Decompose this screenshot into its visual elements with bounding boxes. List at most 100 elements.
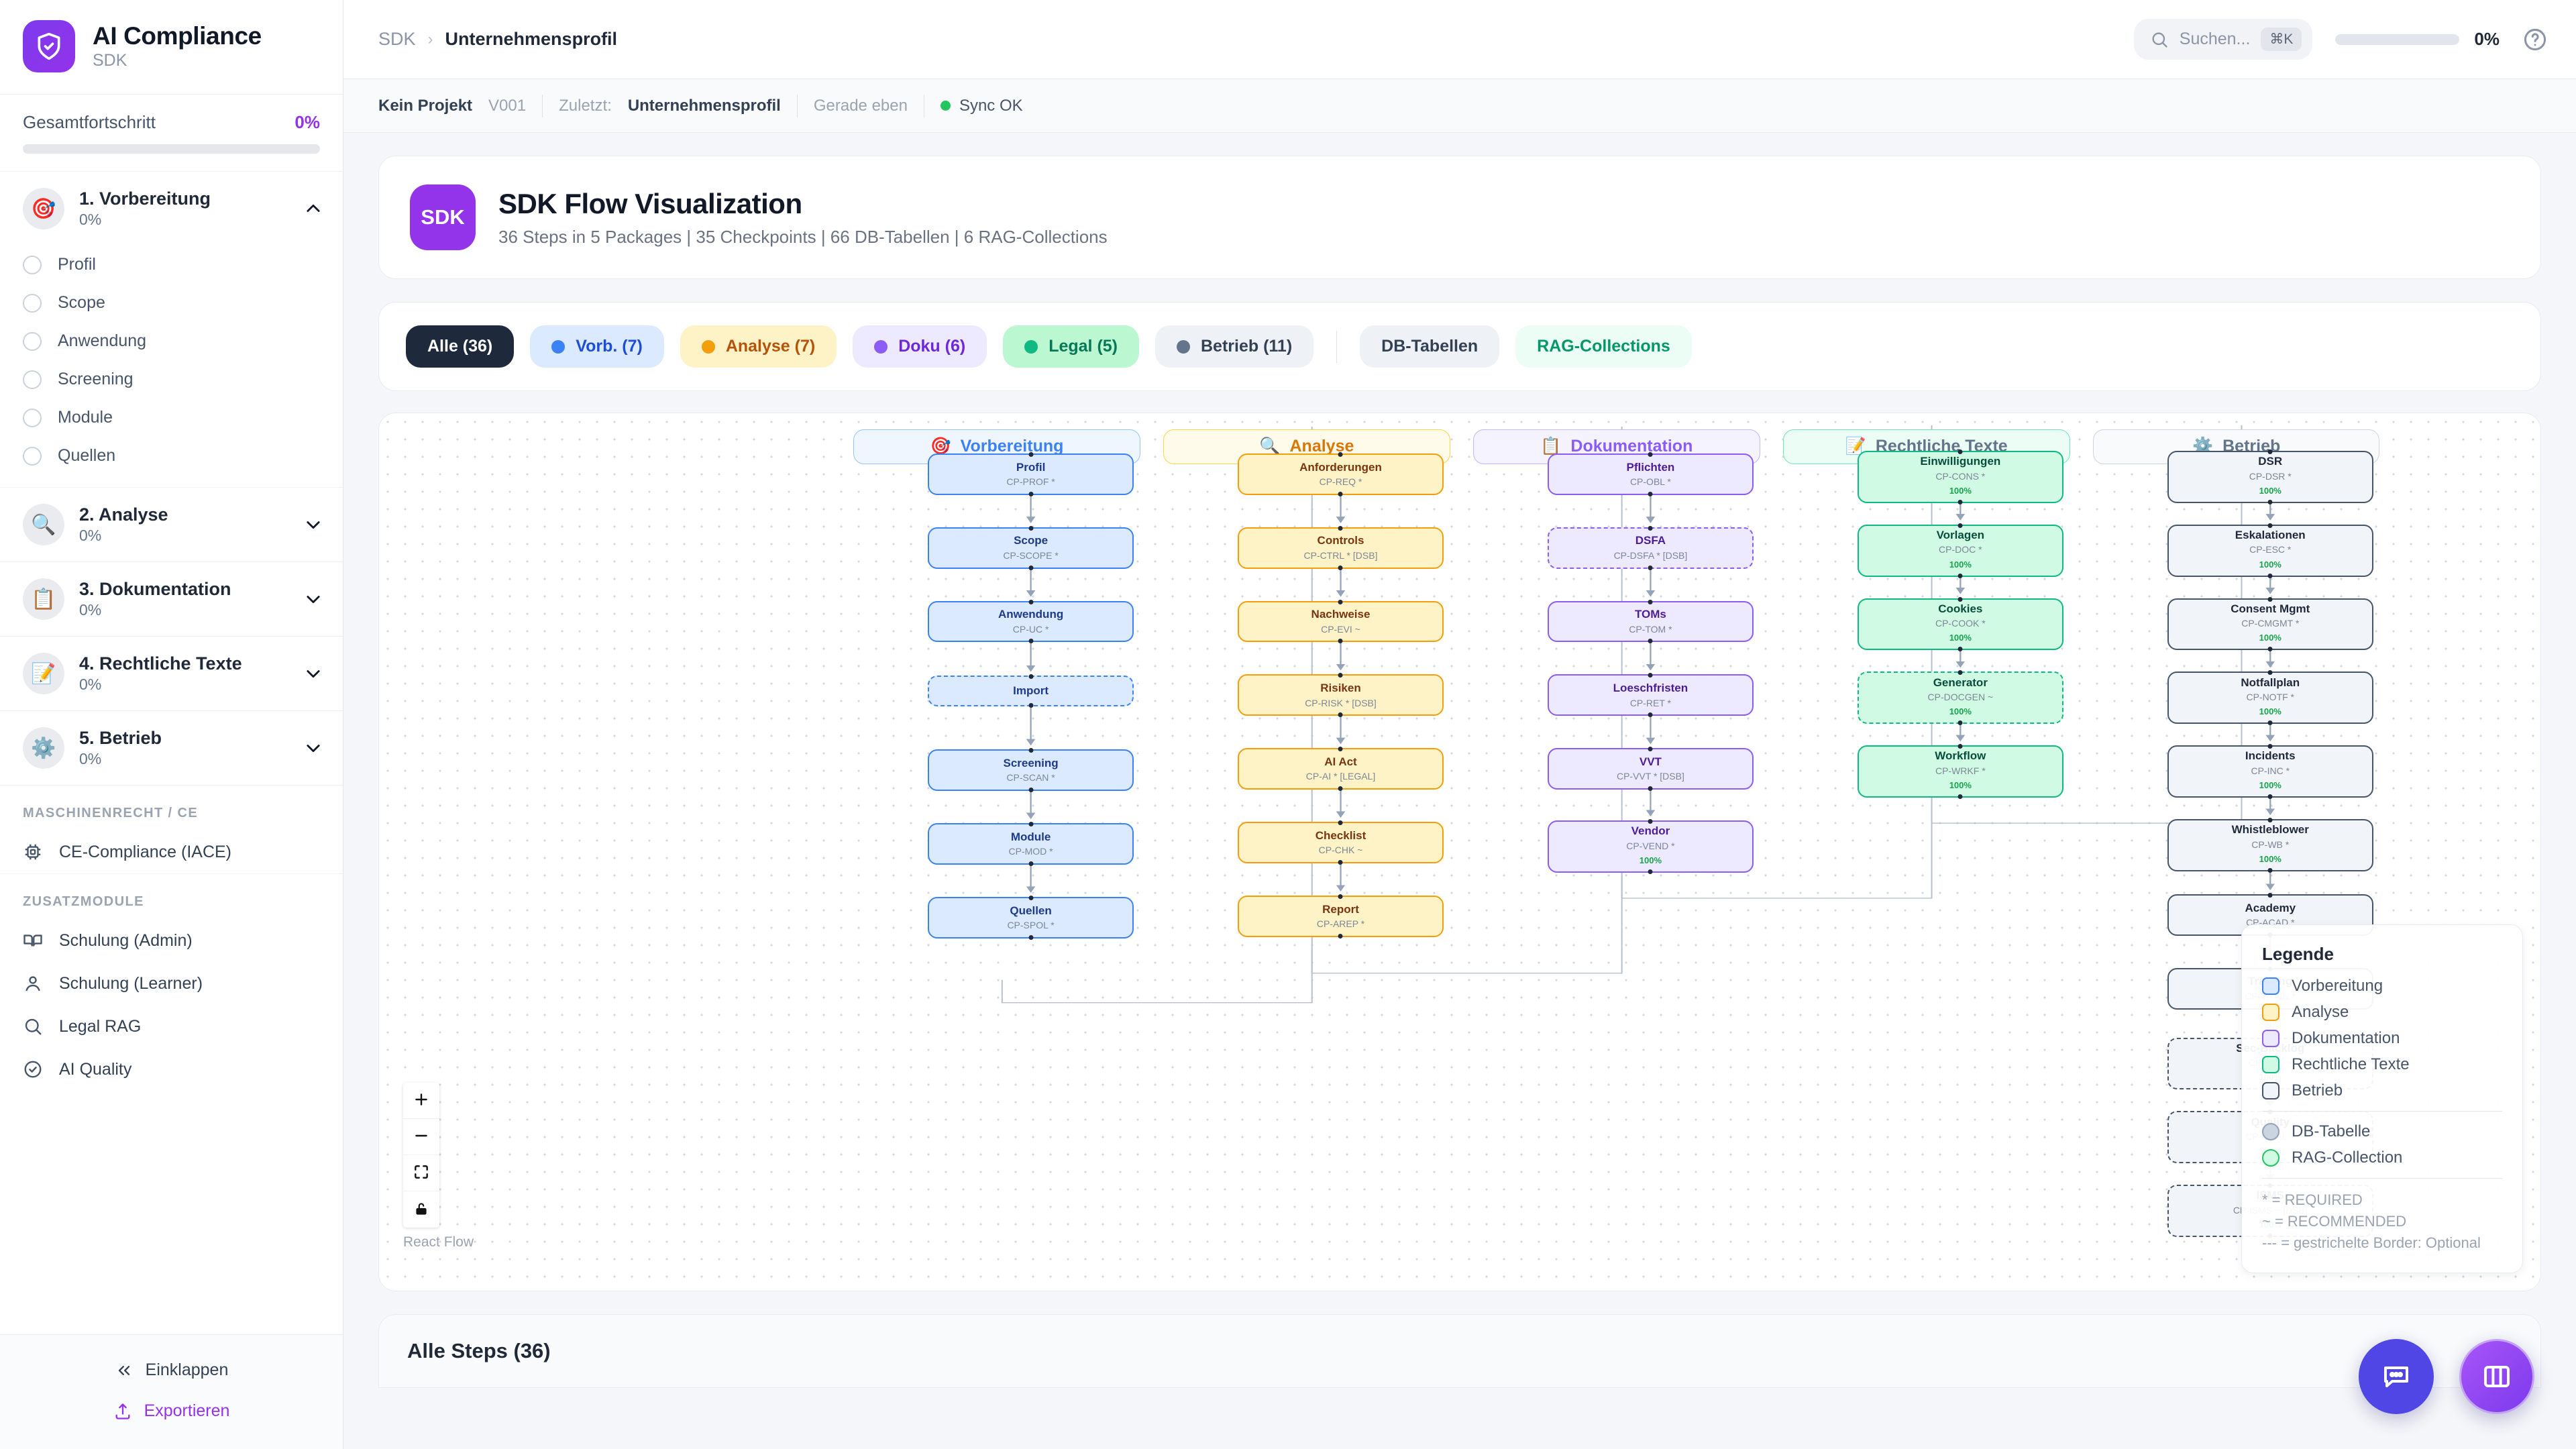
node-handle-top[interactable]: [1648, 819, 1653, 824]
node-handle-top[interactable]: [1957, 596, 1963, 602]
react-flow-canvas[interactable]: 🎯Vorbereitung🔍Analyse📋Dokumentation📝Rech…: [379, 413, 2540, 1291]
node-handle-bottom[interactable]: [1338, 859, 1343, 865]
sidebar-item-schulung-learner[interactable]: Schulung (Learner): [0, 962, 343, 1005]
node-handle-top[interactable]: [1338, 820, 1343, 826]
search-input[interactable]: Suchen... ⌘K: [2133, 19, 2313, 60]
node-handle-top[interactable]: [1957, 523, 1963, 528]
node-handle-bottom[interactable]: [2267, 499, 2273, 504]
flow-node-import[interactable]: Import: [928, 674, 1134, 708]
chat-fab[interactable]: [2359, 1339, 2434, 1414]
node-handle-top[interactable]: [1028, 895, 1034, 900]
sidebar-item-ai-quality[interactable]: AI Quality: [0, 1048, 343, 1091]
sidebar-item-scope[interactable]: Scope: [0, 284, 343, 322]
node-handle-bottom[interactable]: [2267, 867, 2273, 873]
node-handle-bottom[interactable]: [1028, 703, 1034, 708]
filter-chip-doku-6[interactable]: Doku (6): [853, 325, 987, 368]
filter-chip-analyse-7[interactable]: Analyse (7): [680, 325, 837, 368]
node-handle-top[interactable]: [1028, 822, 1034, 827]
filter-chip-db-tabellen[interactable]: DB-Tabellen: [1360, 325, 1500, 368]
help-circle-icon[interactable]: [2522, 27, 2548, 52]
node-handle-bottom[interactable]: [1648, 712, 1653, 718]
node-handle-bottom[interactable]: [1338, 565, 1343, 570]
react-flow-attribution[interactable]: React Flow: [403, 1234, 474, 1250]
node-handle-bottom[interactable]: [1338, 933, 1343, 938]
node-handle-top[interactable]: [1028, 451, 1034, 457]
node-handle-top[interactable]: [1957, 744, 1963, 749]
node-handle-bottom[interactable]: [2267, 794, 2273, 800]
node-handle-top[interactable]: [2267, 596, 2273, 602]
node-handle-top[interactable]: [1648, 673, 1653, 678]
node-handle-bottom[interactable]: [1028, 565, 1034, 570]
sidebar-item-quellen[interactable]: Quellen: [0, 437, 343, 475]
node-handle-top[interactable]: [1338, 673, 1343, 678]
node-handle-bottom[interactable]: [1648, 639, 1653, 644]
node-handle-top[interactable]: [1028, 599, 1034, 604]
node-handle-bottom[interactable]: [1028, 639, 1034, 644]
node-handle-bottom[interactable]: [1028, 788, 1034, 793]
collapse-sidebar-button[interactable]: Einklappen: [0, 1350, 343, 1391]
node-handle-top[interactable]: [1957, 449, 1963, 454]
node-handle-bottom[interactable]: [2267, 573, 2273, 578]
node-handle-top[interactable]: [1338, 894, 1343, 899]
brand-header[interactable]: AI Compliance SDK: [0, 0, 343, 95]
sidebar-item-ce-compliance[interactable]: CE-Compliance (IACE): [0, 830, 343, 873]
sidebar-item-legal-rag[interactable]: Legal RAG: [0, 1005, 343, 1048]
breadcrumb-root[interactable]: SDK: [378, 29, 416, 49]
node-handle-top[interactable]: [1338, 599, 1343, 604]
node-handle-bottom[interactable]: [1338, 491, 1343, 496]
node-handle-top[interactable]: [1338, 451, 1343, 457]
flow-canvas-card[interactable]: 🎯Vorbereitung🔍Analyse📋Dokumentation📝Rech…: [378, 413, 2541, 1291]
node-handle-top[interactable]: [2267, 892, 2273, 898]
panel-fab[interactable]: [2459, 1339, 2534, 1414]
node-handle-bottom[interactable]: [2267, 720, 2273, 726]
node-handle-top[interactable]: [2267, 523, 2273, 528]
node-handle-bottom[interactable]: [1957, 794, 1963, 800]
node-handle-bottom[interactable]: [2267, 647, 2273, 652]
node-handle-top[interactable]: [2267, 449, 2273, 454]
node-handle-top[interactable]: [1338, 747, 1343, 752]
filter-chip-vorb-7[interactable]: Vorb. (7): [530, 325, 664, 368]
sidebar-item-schulung-admin[interactable]: Schulung (Admin): [0, 919, 343, 962]
node-handle-top[interactable]: [1648, 747, 1653, 752]
sidebar-item-anwendung[interactable]: Anwendung: [0, 322, 343, 360]
filter-chip-legal-5[interactable]: Legal (5): [1003, 325, 1139, 368]
sidebar-item-profil[interactable]: Profil: [0, 246, 343, 284]
node-handle-bottom[interactable]: [1957, 573, 1963, 578]
node-handle-top[interactable]: [1028, 748, 1034, 753]
node-handle-bottom[interactable]: [1028, 861, 1034, 866]
flow-controls[interactable]: [403, 1083, 439, 1228]
node-handle-bottom[interactable]: [1028, 491, 1034, 496]
node-handle-top[interactable]: [1028, 525, 1034, 531]
node-handle-top[interactable]: [1648, 451, 1653, 457]
node-handle-bottom[interactable]: [1648, 565, 1653, 570]
node-handle-bottom[interactable]: [1957, 499, 1963, 504]
filter-chip-betrieb-11[interactable]: Betrieb (11): [1155, 325, 1314, 368]
node-handle-top[interactable]: [2267, 670, 2273, 676]
node-handle-bottom[interactable]: [1338, 786, 1343, 792]
sidebar-item-screening[interactable]: Screening: [0, 360, 343, 398]
